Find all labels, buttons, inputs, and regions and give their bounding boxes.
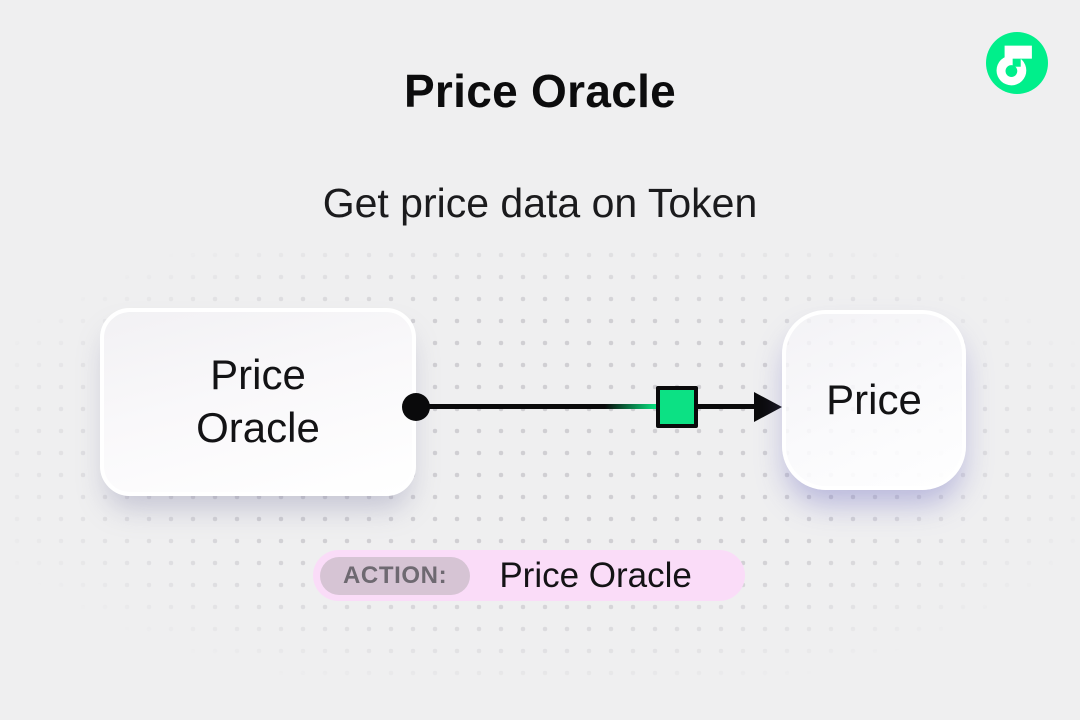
action-label-badge: ACTION: [320,556,471,595]
connector-line-end [698,404,758,409]
page-title: Price Oracle [403,65,677,117]
node-price-label: Price [826,375,922,423]
node-price[interactable]: Price [782,310,966,490]
connector-arrowhead-icon [754,392,782,422]
action-bar: ACTION: Price Oracle [313,550,745,601]
action-value: Price Oracle [499,555,692,595]
node-price-oracle[interactable]: Price Oracle [100,308,416,496]
connector-line [416,404,658,409]
node-price-oracle-label: Price Oracle [196,351,320,451]
flow-logo-icon [986,32,1048,94]
page-subtitle: Get price data on Token [322,180,758,226]
connector-green-square-marker[interactable] [656,386,698,428]
